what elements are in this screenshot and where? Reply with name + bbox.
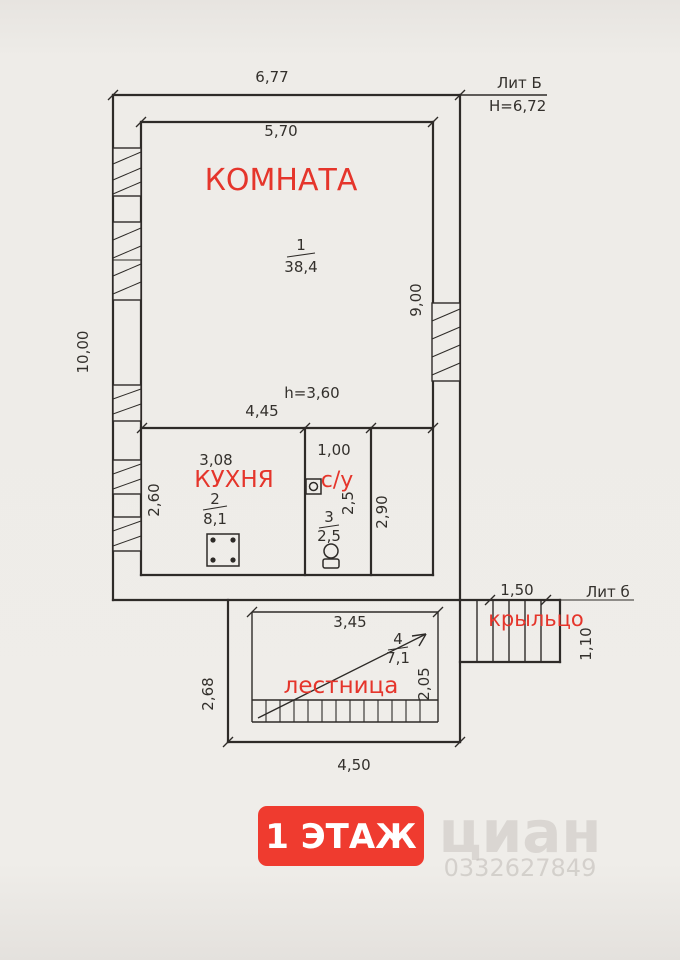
floor-badge-background bbox=[258, 806, 424, 866]
room-num: 1 bbox=[296, 236, 306, 254]
porch-steps bbox=[476, 600, 542, 662]
room-area: 38,4 bbox=[284, 258, 317, 276]
dim-left-height: 10,00 bbox=[74, 331, 92, 374]
bathroom-num: 3 bbox=[324, 508, 334, 526]
room-label-porch: крыльцо bbox=[488, 607, 584, 631]
annotations: 6,77 Лит Б Н=6,72 5,70 9,00 10,00 h=3,60… bbox=[74, 68, 630, 774]
watermark-brand: циан bbox=[439, 798, 602, 866]
dim-top-width: 6,77 bbox=[255, 68, 288, 86]
window-left-kitchen-1 bbox=[112, 459, 142, 495]
floor-badge-label: 1 ЭТАЖ bbox=[265, 817, 417, 857]
dim-bottom-width: 4,50 bbox=[337, 756, 370, 774]
dim-hall-depth: 2,90 bbox=[373, 495, 391, 528]
dim-room-width: 5,70 bbox=[264, 122, 297, 140]
room-numbers: 1 38,4 2 8,1 3 2,5 4 7,1 bbox=[202, 236, 410, 667]
building-height-label: Н=6,72 bbox=[489, 97, 546, 115]
room-labels: КОМНАТА КУХНЯ с/у лестница крыльцо bbox=[194, 163, 583, 699]
stairs-num: 4 bbox=[393, 630, 403, 648]
kitchen-num: 2 bbox=[210, 490, 220, 508]
watermark: циан 0332627849 bbox=[439, 798, 602, 882]
dim-bath-depth: 2,5 bbox=[339, 491, 357, 515]
floor-badge: 1 ЭТАЖ bbox=[258, 806, 424, 866]
window-left-1 bbox=[112, 147, 142, 197]
sink-icon bbox=[305, 478, 322, 495]
kitchen-area: 8,1 bbox=[203, 510, 227, 528]
dimension-ticks bbox=[107, 89, 552, 748]
dim-kitchen-block-width: 4,45 bbox=[245, 402, 278, 420]
dim-stairs-left-depth: 2,68 bbox=[199, 677, 217, 710]
dim-room-height: 9,00 bbox=[407, 283, 425, 316]
bathroom-area: 2,5 bbox=[317, 527, 341, 545]
walls bbox=[111, 93, 634, 744]
watermark-digits: 0332627849 bbox=[444, 854, 597, 882]
ceiling-height-label: h=3,60 bbox=[284, 384, 339, 402]
window-right bbox=[431, 302, 461, 382]
room-label-kitchen: КУХНЯ bbox=[194, 467, 273, 493]
window-left-kitchen-2 bbox=[112, 516, 142, 552]
dim-porch-depth: 1,10 bbox=[577, 627, 595, 660]
window-left-2 bbox=[112, 221, 142, 301]
room-label-bathroom: с/у bbox=[321, 468, 354, 493]
windows bbox=[112, 147, 461, 552]
stairs-treads bbox=[252, 699, 438, 722]
dim-kitchen-depth: 2,60 bbox=[145, 483, 163, 516]
toilet-icon bbox=[322, 543, 340, 569]
dim-stairs-width: 3,45 bbox=[333, 613, 366, 631]
litera-porch-label: Лит б bbox=[586, 583, 630, 601]
window-left-3 bbox=[112, 384, 142, 422]
dim-bath-width: 1,00 bbox=[317, 441, 350, 459]
kitchen-table-icon bbox=[206, 533, 240, 567]
dim-porch-width: 1,50 bbox=[500, 581, 533, 599]
litera-top-label: Лит Б bbox=[497, 74, 542, 92]
dim-kitchen-width: 3,08 bbox=[199, 451, 232, 469]
room-label-komnata: КОМНАТА bbox=[205, 163, 358, 198]
dim-stairs-right-depth: 2,05 bbox=[415, 667, 433, 700]
room-label-stairs: лестница bbox=[284, 673, 399, 699]
stairs-area: 7,1 bbox=[386, 649, 410, 667]
